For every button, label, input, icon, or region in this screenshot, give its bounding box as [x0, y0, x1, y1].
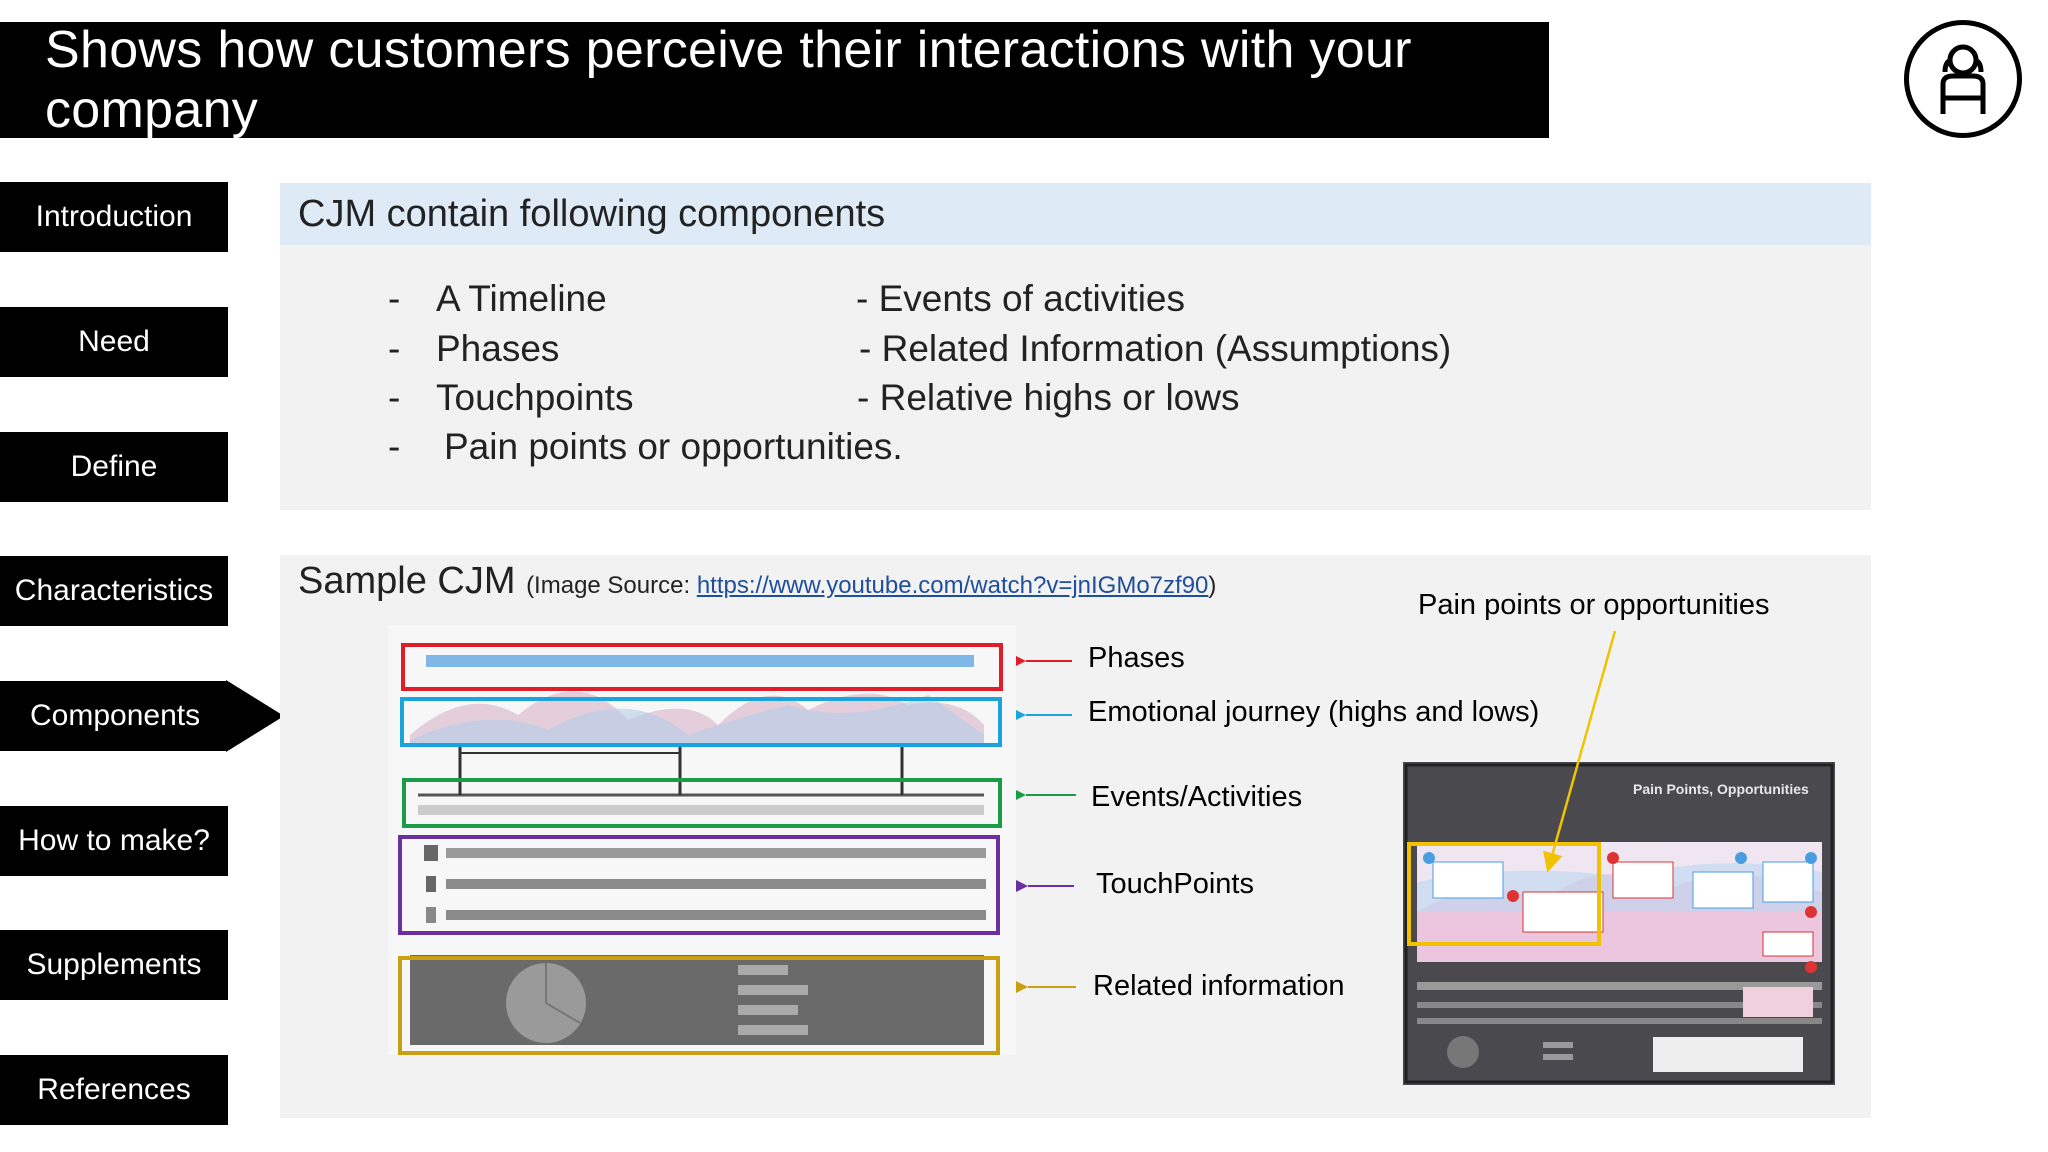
annotation-arrows	[1016, 653, 1076, 995]
person-avatar-icon	[1904, 20, 2022, 138]
list-item: - Relative highs or lows	[857, 377, 1240, 418]
inset-title: Pain Points, Opportunities	[1633, 781, 1809, 797]
list-item: -A Timeline	[388, 278, 607, 319]
list-item: - Events of activities	[856, 278, 1186, 319]
list-item: -Touchpoints	[388, 377, 634, 418]
nav-item-need[interactable]: Need	[0, 307, 228, 377]
nav-label: References	[37, 1073, 191, 1106]
nav-item-define[interactable]: Define	[0, 432, 228, 502]
nav-label: How to make?	[18, 824, 210, 857]
nav-item-components[interactable]: Components	[0, 681, 228, 751]
nav-item-references[interactable]: References	[0, 1055, 228, 1125]
annotation-related: Related information	[1093, 970, 1345, 1002]
events-highlight	[402, 778, 1002, 828]
emotional-highlight	[400, 697, 1002, 747]
nav-label: Need	[78, 325, 150, 358]
nav-label: Characteristics	[14, 574, 214, 607]
touchpoints-highlight	[398, 835, 1000, 935]
list-item: - Related Information (Assumptions)	[859, 328, 1452, 369]
pain-points-inset-image: Pain Points, Opportunities	[1403, 762, 1835, 1085]
sample-title: Sample CJM (Image Source: https://www.yo…	[298, 560, 1217, 602]
annotation-emotional: Emotional journey (highs and lows)	[1088, 696, 1540, 728]
image-source: (Image Source: https://www.youtube.com/w…	[526, 572, 1217, 599]
list-item: -Phases	[388, 328, 560, 369]
annotation-touchpoints: TouchPoints	[1096, 868, 1254, 900]
nav-item-supplements[interactable]: Supplements	[0, 930, 228, 1000]
nav-label: Supplements	[26, 948, 202, 981]
related-highlight	[398, 956, 1000, 1055]
active-nav-arrow-icon	[226, 680, 284, 752]
nav-label: Define	[70, 450, 158, 483]
components-heading: CJM contain following components	[280, 183, 1871, 245]
pain-points-arrow-icon	[1543, 630, 1617, 873]
annotation-events: Events/Activities	[1091, 781, 1303, 813]
nav-item-introduction[interactable]: Introduction	[0, 182, 228, 252]
slide-title-text: Shows how customers perceive their inter…	[45, 21, 1412, 139]
phases-highlight	[401, 643, 1003, 691]
annotation-pain-points: Pain points or opportunities	[1418, 589, 1770, 621]
pain-points-highlight	[1407, 842, 1601, 946]
nav-item-how-to-make[interactable]: How to make?	[0, 806, 228, 876]
sample-cjm-image	[388, 625, 1016, 1055]
annotation-phases: Phases	[1088, 642, 1185, 674]
nav-label: Components	[30, 699, 201, 732]
source-link[interactable]: https://www.youtube.com/watch?v=jnIGMo7z…	[696, 572, 1209, 599]
nav-label: Introduction	[35, 200, 193, 233]
nav-item-characteristics[interactable]: Characteristics	[0, 556, 228, 626]
list-item: -Pain points or opportunities.	[388, 426, 903, 467]
slide-title: Shows how customers perceive their inter…	[0, 21, 1549, 139]
components-panel: CJM contain following components	[280, 183, 1871, 510]
